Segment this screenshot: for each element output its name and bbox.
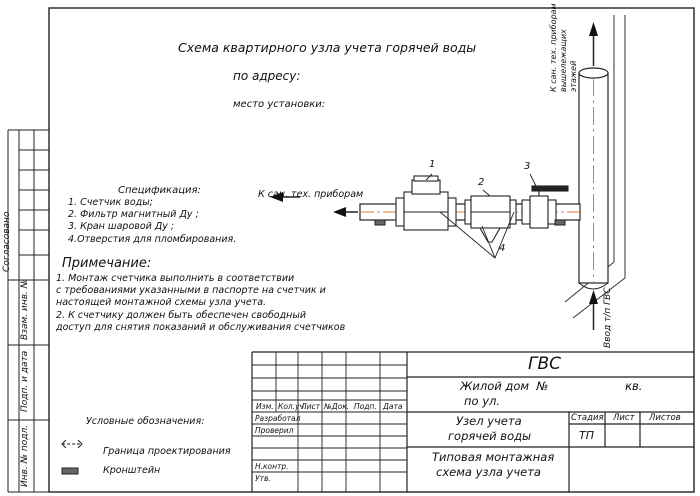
inv-orig-label: Инв. № подл. (20, 424, 30, 487)
riser-label: Ввод т/п ГВС (603, 287, 613, 348)
sign-date-label: Подп. и дата (20, 350, 30, 412)
note-line: с требованиями указанными в паспорте на … (56, 285, 326, 296)
col-header: №Док. (324, 402, 350, 411)
side-stamp (7, 129, 49, 493)
agreed-label: Согласовано (2, 211, 12, 272)
sheets-label: Листов (649, 413, 681, 423)
object-line-2: по ул. (464, 394, 501, 408)
spec-item: 2. Фильтр магнитный Ду ; (68, 209, 199, 220)
location-label: место установки: (233, 99, 326, 110)
legend-heading: Условные обозначения: (86, 416, 205, 427)
title-block-lines (251, 351, 694, 492)
spec-heading: Спецификация: (118, 185, 201, 196)
note-line: 1. Монтаж счетчика выполнить в соответст… (56, 273, 295, 284)
legend-symbols (61, 439, 83, 475)
callout-leaders (425, 173, 537, 259)
spec-item: 4.Отверстия для пломбирования. (68, 234, 237, 245)
page-title: Схема квартирного узла учета горячей вод… (178, 40, 477, 55)
stage-label: Стадия (571, 413, 604, 423)
note-line: 2. К счетчику должен быть обеспечен своб… (56, 310, 307, 321)
ball-valve (521, 185, 569, 229)
col-header: Лист (301, 402, 321, 411)
doc-code: ГВС (528, 354, 562, 374)
upper-floors-label: этажей (569, 60, 578, 92)
node-name-2: горячей воды (448, 429, 532, 443)
col-header: Кол.уч. (278, 402, 307, 411)
magnetic-filter (464, 195, 517, 243)
note-line: настоящей монтажной схемы узла учета. (56, 297, 267, 308)
riser-inlet-arrow (589, 290, 598, 330)
spec-item: 1. Счетчик воды; (68, 197, 153, 208)
upper-floors-label: К сан. тех. приборам (549, 3, 558, 92)
object-line-1: Жилой дом № кв. (460, 379, 643, 393)
to-devices-label: К сан. тех. приборам (258, 189, 364, 200)
callout-3: 3 (524, 161, 531, 172)
doc-name-2: схема узла учета (436, 465, 541, 479)
callout-2: 2 (478, 177, 485, 188)
legend-bracket: Кронштейн (103, 465, 161, 476)
role-label: Утв. (255, 474, 271, 483)
riser-pipe (578, 67, 609, 290)
notes-heading: Примечание: (62, 256, 152, 271)
pipe-brackets (374, 219, 566, 226)
col-header: Дата (383, 402, 403, 411)
sheet-label: Лист (613, 413, 635, 423)
drawing-frame (48, 7, 695, 493)
col-header: Подп. (354, 402, 377, 411)
doc-name-1: Типовая монтажная (432, 450, 555, 464)
role-label: Разработал (255, 414, 301, 423)
upper-floors-label: вышележащих (559, 29, 568, 92)
address-label: по адресу: (233, 69, 301, 83)
legend-boundary: Граница проектирования (103, 446, 231, 457)
flow-arrows (270, 192, 358, 217)
stage-value: ТП (579, 429, 594, 442)
callout-1: 1 (429, 159, 436, 170)
col-header: Изм. (256, 402, 274, 411)
spec-item: 3. Кран шаровой Ду ; (68, 221, 175, 232)
inv-replace-label: Взам. инв. № (20, 278, 30, 340)
title-block-grid (252, 352, 407, 492)
note-line: доступ для снятия показаний и обслуживан… (56, 322, 346, 333)
role-label: Проверил (255, 426, 294, 435)
node-name-1: Узел учета (456, 414, 522, 428)
riser-up-arrow (589, 22, 598, 66)
water-meter (395, 175, 457, 231)
callout-4: 4 (499, 243, 506, 254)
role-label: Н.контр. (255, 462, 289, 471)
